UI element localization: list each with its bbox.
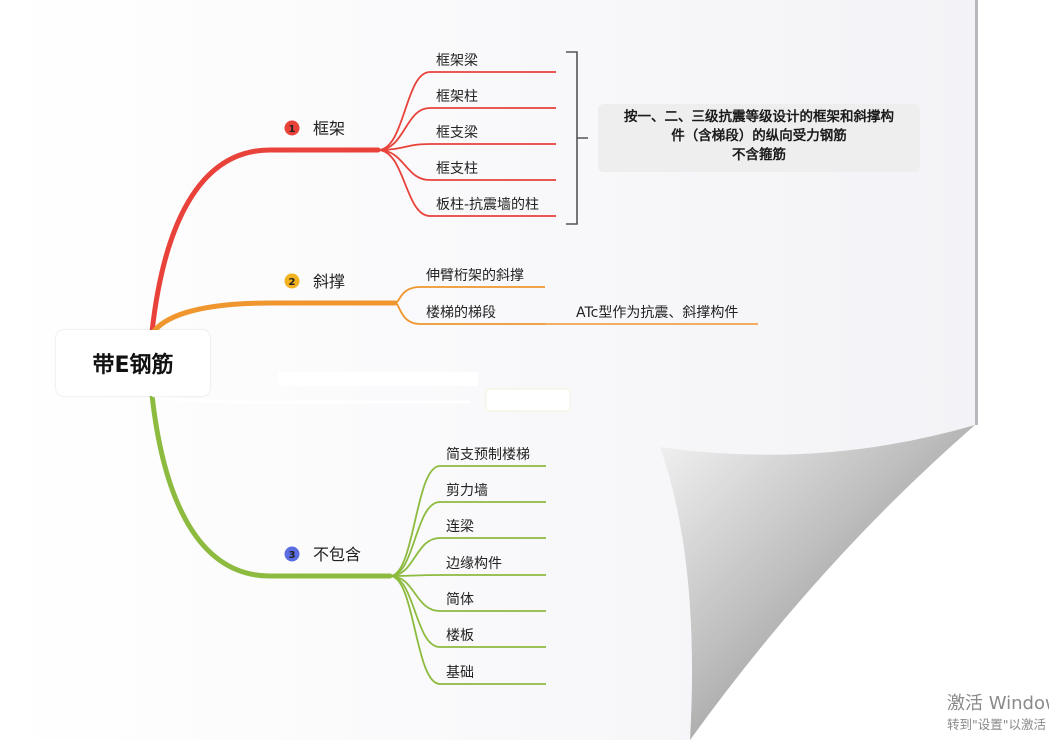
note-line-2: 件（含梯段）的纵向受力钢筋 [671, 128, 847, 144]
excluded-child-node[interactable]: 连梁 [446, 519, 474, 535]
frame-child-edge [377, 143, 556, 151]
badge-number: 2 [289, 277, 296, 288]
frame-child-node[interactable]: 框支梁 [436, 125, 478, 141]
frame-child-node[interactable]: 框架柱 [436, 89, 478, 105]
page-right-edge-shadow [975, 0, 978, 425]
note-line-1: 按一、二、三级抗震等级设计的框架和斜撑构 [624, 109, 894, 125]
watermark-line-2: 转到"设置"以激活 Windows。 [947, 717, 1049, 732]
frame-child-edge [377, 71, 556, 151]
frame-badge: 1 [284, 120, 300, 136]
excluded-child-edge [389, 465, 546, 577]
frame-branch-label[interactable]: 框架 [313, 119, 345, 138]
brace-trunk-edge [149, 300, 398, 337]
brace-child-node[interactable]: 楼梯的梯段 [426, 305, 496, 321]
frame-trunk-edge [149, 147, 381, 335]
excluded-child-edge [389, 575, 546, 685]
excluded-child-edge [389, 574, 546, 577]
excluded-child-edge [389, 501, 546, 577]
excluded-branch-label[interactable]: 不包含 [313, 545, 361, 564]
watermark-line-1: 激活 Windows [947, 693, 1049, 714]
excluded-child-node[interactable]: 简体 [446, 591, 474, 608]
note-line-3: 不含箍筋 [732, 147, 786, 163]
brace-child-node[interactable]: 伸臂桁架的斜撑 [426, 268, 524, 284]
summary-note[interactable]: 按一、二、三级抗震等级设计的框架和斜撑构 件（含梯段）的纵向受力钢筋 不含箍筋 [598, 104, 920, 172]
brace-branch-label[interactable]: 斜撑 [313, 272, 345, 291]
hidden-node-a [278, 372, 478, 386]
root-label: 带E钢筋 [92, 353, 174, 378]
excluded-child-edge [389, 537, 546, 577]
excluded-child-node[interactable]: 基础 [446, 664, 474, 681]
excluded-child-node[interactable]: 楼板 [446, 628, 474, 644]
excluded-child-edge [389, 575, 546, 612]
frame-child-node[interactable]: 框架梁 [436, 53, 478, 69]
frame-bracket [566, 51, 588, 225]
frame-child-node[interactable]: 板柱-抗震墙的柱 [436, 197, 539, 213]
brace-badge: 2 [284, 273, 300, 289]
badge-number: 1 [289, 124, 296, 135]
badge-circle [284, 273, 300, 289]
frame-child-node[interactable]: 框支柱 [436, 161, 478, 177]
excluded-child-node[interactable]: 边缘构件 [446, 556, 502, 572]
brace-child-edge [394, 302, 545, 325]
brace-child-edge [394, 286, 545, 304]
root-node[interactable]: 带E钢筋 [56, 330, 210, 396]
badge-circle [284, 546, 300, 562]
excluded-child-node[interactable]: 剪力墙 [446, 483, 488, 499]
activation-watermark: 激活 Windows 转到"设置"以激活 Windows。 [947, 692, 1049, 734]
mind-map-edges [149, 71, 758, 685]
brace-sub-node[interactable]: ATc型作为抗震、斜撑构件 [576, 305, 738, 321]
frame-child-edge [377, 149, 556, 181]
excluded-child-node[interactable]: 简支预制楼梯 [446, 446, 530, 463]
hidden-branch-line [151, 393, 470, 404]
frame-child-edge [377, 107, 556, 151]
badge-circle [284, 120, 300, 136]
badge-number: 3 [289, 550, 296, 561]
excluded-trunk-edge [149, 392, 393, 579]
hidden-node-b [485, 388, 571, 412]
page-curl [660, 425, 975, 740]
frame-child-edge [377, 149, 556, 217]
excluded-badge: 3 [284, 546, 300, 562]
